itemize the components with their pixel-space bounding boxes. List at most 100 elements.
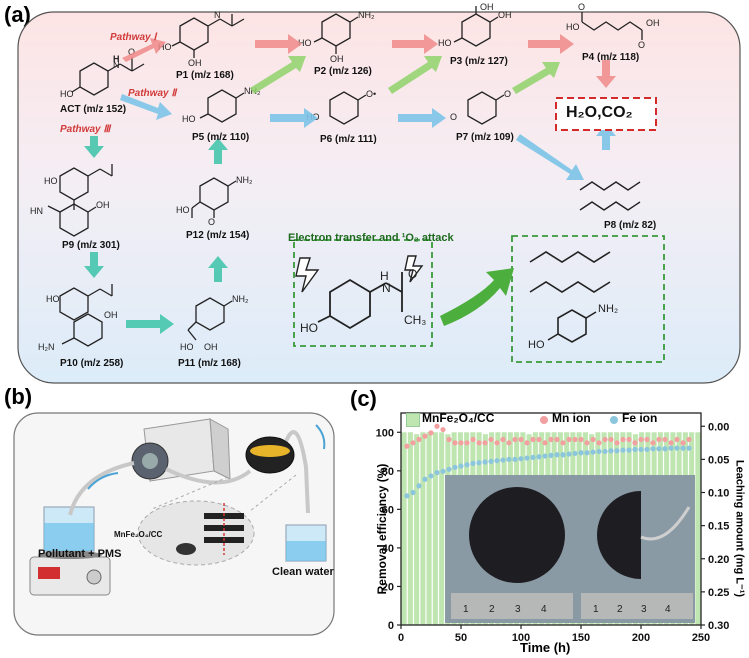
fe-point-14 [488,458,494,464]
p9-molecule [47,164,113,237]
mn-point-26 [560,440,566,446]
beaker-left-icon [43,506,95,552]
p6-molecule [329,91,367,125]
p10-molecule [59,284,113,347]
p1-molecule [171,14,245,58]
fe-point-16 [500,457,506,463]
fe-point-29 [578,450,584,456]
svg-text:O: O [450,112,457,122]
svg-text:HO: HO [158,42,172,52]
fe-point-19 [518,456,524,462]
mn-point-2 [416,436,422,443]
ruler-1-label-1: 1 [593,604,599,615]
reactor-icon [245,436,295,474]
y2-tick-label-0.20: 0.20 [708,554,729,566]
fe-point-20 [524,455,530,461]
svg-text:H₂N: H₂N [38,342,55,352]
y-tick-label-60: 60 [382,504,394,516]
svg-text:OH: OH [204,342,218,352]
legend-bar-label: MnFe₂O₄/CC [422,411,495,425]
svg-text:HO: HO [528,339,545,351]
fe-point-21 [530,454,536,460]
svg-text:O: O [504,89,511,99]
fe-point-8 [452,464,458,470]
mn-point-15 [494,440,500,446]
mn-point-23 [542,440,548,446]
pathway-2-label: Pathway Ⅱ [128,88,177,99]
fe-point-31 [590,449,596,455]
tweezer-icon [640,506,691,541]
svg-text:HO: HO [298,38,312,48]
final-products-box [555,97,657,131]
panel-label-c: (c) [350,386,377,411]
mechanism-box [293,239,433,347]
mn-point-39 [638,436,644,443]
y-tick-label-40: 40 [382,543,394,555]
svg-text:O: O [208,217,215,227]
mn-point-0 [404,443,410,449]
mn-point-44 [668,440,674,446]
act-large-molecule [317,272,403,330]
panel-label-b: (b) [4,384,33,409]
y2-axis-label: Leaching amount (mg L⁻¹) [733,459,746,598]
photo-inset [445,475,695,623]
fe-point-3 [422,476,428,482]
magnetic-stirrer-icon [29,551,111,596]
mn-point-24 [548,436,554,443]
fe-point-5 [434,470,440,476]
svg-text:H: H [113,54,120,64]
compound-label-p6: P6 (m/z 111) [320,134,377,145]
svg-text:HO: HO [182,114,196,124]
fe-point-1 [410,489,416,496]
x-tick-label-100: 100 [512,632,530,644]
y2-tick-label-0.15: 0.15 [708,521,729,533]
mn-point-11 [470,436,476,443]
mn-point-3 [422,433,428,439]
mn-point-30 [584,440,590,446]
mn-point-19 [518,436,524,443]
svg-text:NH₂: NH₂ [598,303,618,315]
svg-text:N: N [113,60,120,70]
mn-point-5 [434,423,440,429]
y-tick-label-20: 20 [382,581,394,593]
svg-text:NH₂: NH₂ [236,175,253,185]
fe-point-41 [650,446,656,452]
plot-frame [400,412,702,626]
fe-point-44 [668,445,674,451]
compound-label-p4: P4 (m/z 118) [582,52,640,63]
fe-point-47 [686,445,692,451]
svg-text:O: O [578,2,585,12]
mn-point-36 [620,436,626,443]
ruler-0-label-2: 2 [489,604,495,615]
y2-tick-label-0.30: 0.30 [708,620,729,632]
mechanism-text: Electron transfer and ¹O₂ attack [288,232,454,244]
p12-molecule [191,177,237,218]
inset-reactor-icon [176,503,244,555]
mn-point-46 [680,440,686,446]
legend-bar-swatch [406,413,420,427]
mn-point-4 [428,430,434,436]
pathway-3-arrows [84,136,228,334]
fe-point-34 [608,448,614,454]
svg-text:N: N [382,281,391,295]
ruler-1-label-2: 2 [617,604,623,615]
flow-arrows [87,424,326,490]
fe-point-37 [626,447,632,453]
x-axis-label: Time (h) [520,640,571,655]
svg-text:OH: OH [498,10,512,20]
fe-point-39 [638,446,644,453]
products-box [511,235,665,363]
compound-label-p5: P5 (m/z 110) [192,132,250,143]
mn-point-10 [464,440,470,446]
fe-point-43 [662,446,668,452]
ruler-right [581,593,693,619]
fe-point-13 [482,459,488,465]
mn-point-31 [590,436,596,443]
svg-text:N: N [214,10,221,20]
pathway-3-label: Pathway Ⅲ [60,124,111,135]
bar-5 [432,432,438,625]
p2-molecule [313,13,359,54]
bar-0 [401,432,407,625]
x-tick-label-0: 0 [398,632,404,644]
compound-label-act: ACT (m/z 152) [60,104,127,115]
